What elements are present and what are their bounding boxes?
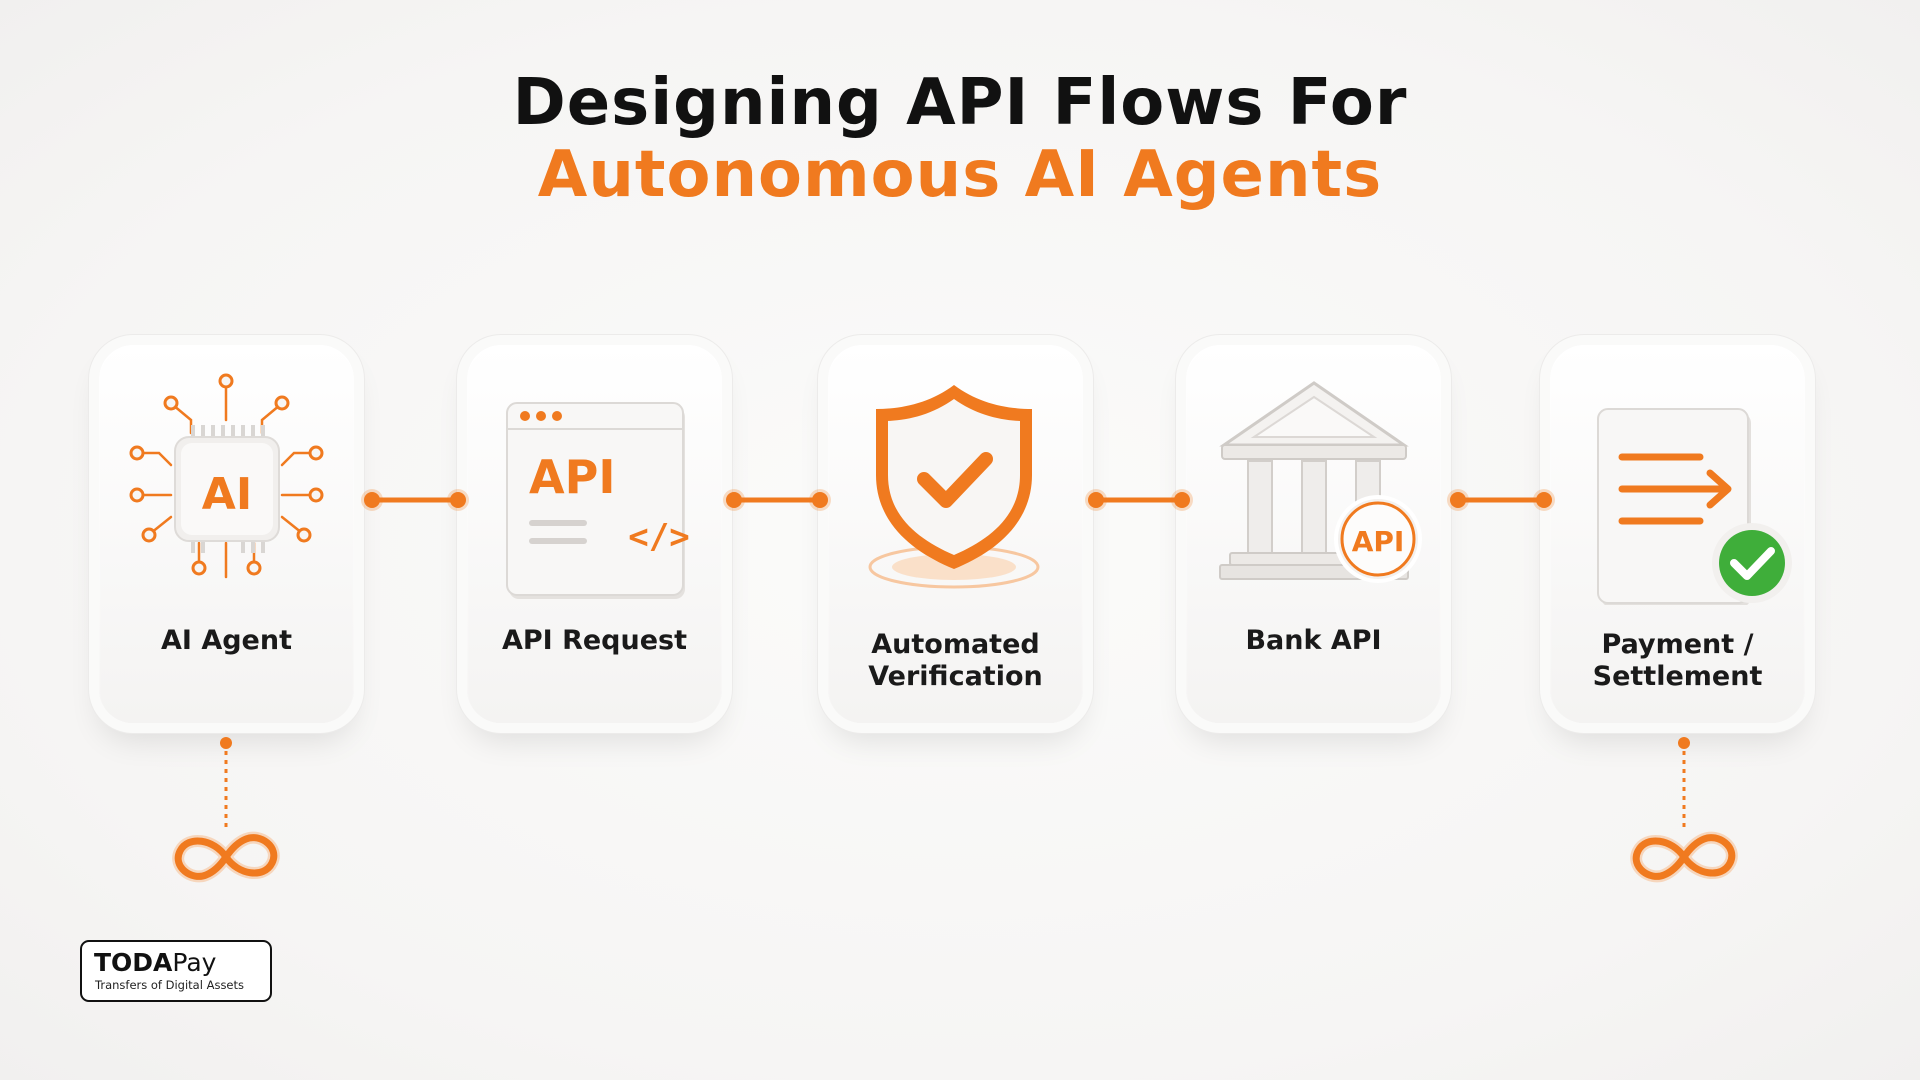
connector-4-5 [1447, 489, 1555, 511]
brand-logo: TODAPay Transfers of Digital Assets [80, 940, 272, 1002]
document-check-icon [1597, 408, 1792, 605]
step-card-ai-agent: AI AI Agent [99, 345, 354, 723]
step-label: Automated Verification [868, 629, 1043, 692]
step-label: AI Agent [160, 625, 292, 656]
step-label: Payment / Settlement [1592, 629, 1763, 692]
infinity-icon [1630, 737, 1738, 883]
step-label: API Request [501, 625, 688, 656]
code-icon: </> [628, 517, 689, 557]
step-card-automated-verification: Automated Verification [828, 345, 1083, 723]
connector-3-4 [1085, 489, 1193, 511]
step-card-api-request: API </> API Request [467, 345, 722, 723]
check-circle-icon [1719, 530, 1785, 596]
step-label: Bank API [1245, 625, 1382, 656]
step-card-payment-settlement: Payment / Settlement [1550, 345, 1805, 723]
brand-tagline: Transfers of Digital Assets [95, 978, 245, 992]
connector-2-3 [723, 489, 831, 511]
brand-name: TODAPay [94, 948, 217, 977]
svg-text:API: API [529, 450, 615, 504]
connector-1-2 [361, 489, 469, 511]
infinity-icon [172, 737, 280, 883]
shield-check-icon [868, 385, 1040, 589]
api-window-icon: API </> [506, 402, 690, 599]
api-badge: API [1352, 525, 1405, 558]
title-line-1: Designing API Flows For [512, 66, 1408, 140]
svg-text:AI: AI [202, 469, 252, 520]
bank-icon: API [1219, 381, 1422, 583]
step-card-bank-api: API Bank API [1186, 345, 1441, 723]
title-line-2: Autonomous AI Agents [537, 138, 1383, 212]
ai-chip-icon: AI [129, 373, 324, 579]
